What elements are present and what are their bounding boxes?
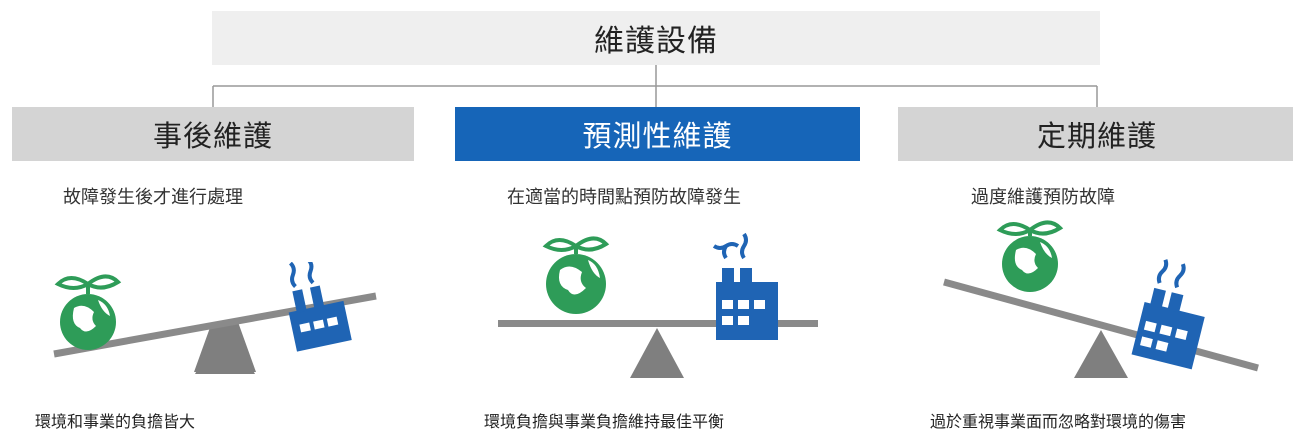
column-box-predictive: 預測性維護 <box>455 107 860 161</box>
earth-with-leaves-icon <box>542 236 610 314</box>
footer-periodic: 過於重視事業面而忽略對環境的傷害 <box>930 412 1187 431</box>
seesaw-predictive <box>498 232 818 378</box>
fulcrum-icon <box>194 322 256 374</box>
seesaw-periodic <box>943 220 1259 378</box>
seesaw-beam <box>498 320 818 327</box>
seesaw-corrective <box>53 262 377 374</box>
description-corrective: 故障發生後才進行處理 <box>63 187 243 208</box>
factory-icon <box>1131 259 1205 370</box>
column-box-corrective: 事後維護 <box>12 107 414 161</box>
factory-icon <box>288 262 352 352</box>
column-box-periodic: 定期維護 <box>898 107 1293 161</box>
description-periodic: 過度維護預防故障 <box>971 187 1115 208</box>
top-title-box: 維護設備 <box>212 11 1100 65</box>
footer-predictive: 環境負擔與事業負擔維持最佳平衡 <box>484 412 725 431</box>
earth-with-leaves-icon <box>996 220 1064 292</box>
earth-with-leaves-icon <box>54 274 122 350</box>
footer-corrective: 環境和事業的負擔皆大 <box>35 412 196 431</box>
fulcrum-icon <box>1074 330 1128 378</box>
fulcrum-icon <box>630 328 684 378</box>
factory-icon <box>712 232 778 340</box>
seesaw-beam <box>943 278 1259 372</box>
description-predictive: 在適當的時間點預防故障發生 <box>507 187 741 208</box>
